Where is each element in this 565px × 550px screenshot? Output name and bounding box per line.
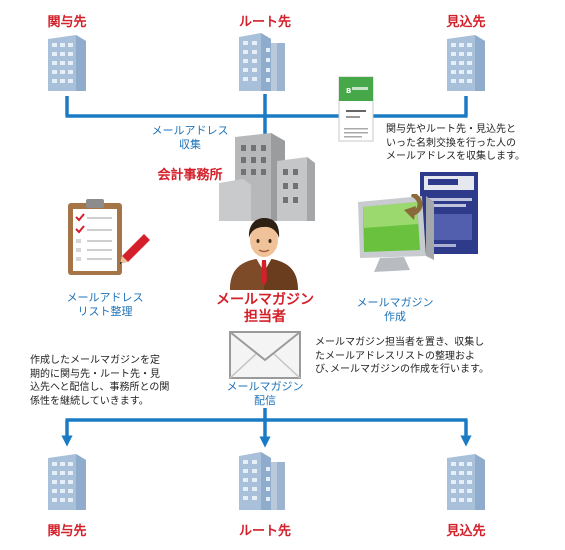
top-partner-left-label: 関与先: [47, 15, 87, 30]
office-building-icon: [219, 133, 315, 221]
envelope-icon: [229, 331, 301, 379]
bottom-partner-right-label: 見込先: [446, 524, 486, 539]
svg-text:B: B: [346, 87, 351, 95]
pencil-icon: [120, 234, 150, 264]
building-icon: [239, 452, 285, 510]
collect-label: メールアドレス 収集: [151, 124, 229, 151]
building-icon: [48, 35, 86, 91]
building-icon: [239, 33, 285, 91]
staff-description: メールマガジン担当者を置き、収集し たメールアドレスリストの整理およ び､メール…: [315, 337, 489, 375]
list-task-label: メールアドレス リスト整理: [66, 291, 144, 318]
computer-monitor-icon: [358, 194, 434, 272]
building-icon: [447, 35, 485, 91]
office-title: 会計事務所: [157, 168, 223, 183]
deliver-description: 作成したメールマガジンを定 期的に関与先・ルート先・見 込先へと配信し、事務所と…: [30, 355, 170, 407]
deliver-lines: [61, 408, 472, 448]
collect-description: 関与先やルート先・見込先と いった名刺交換を行った人の メールアドレスを収集しま…: [386, 124, 525, 162]
business-card-icon: B: [338, 76, 374, 142]
deliver-label: メールマガジン 配信: [226, 380, 304, 407]
building-icon: [447, 454, 485, 510]
top-partner-right-label: 見込先: [446, 15, 486, 30]
staff-person-icon: [230, 218, 298, 290]
create-task-label: メールマガジン 作成: [356, 296, 434, 323]
building-icon: [48, 454, 86, 510]
clipboard-checklist-icon: [68, 199, 122, 275]
top-partner-center-label: ルート先: [238, 15, 291, 30]
staff-title: メールマガジン 担当者: [216, 292, 314, 325]
bottom-partner-center-label: ルート先: [238, 524, 291, 539]
bottom-partner-left-label: 関与先: [47, 524, 87, 539]
